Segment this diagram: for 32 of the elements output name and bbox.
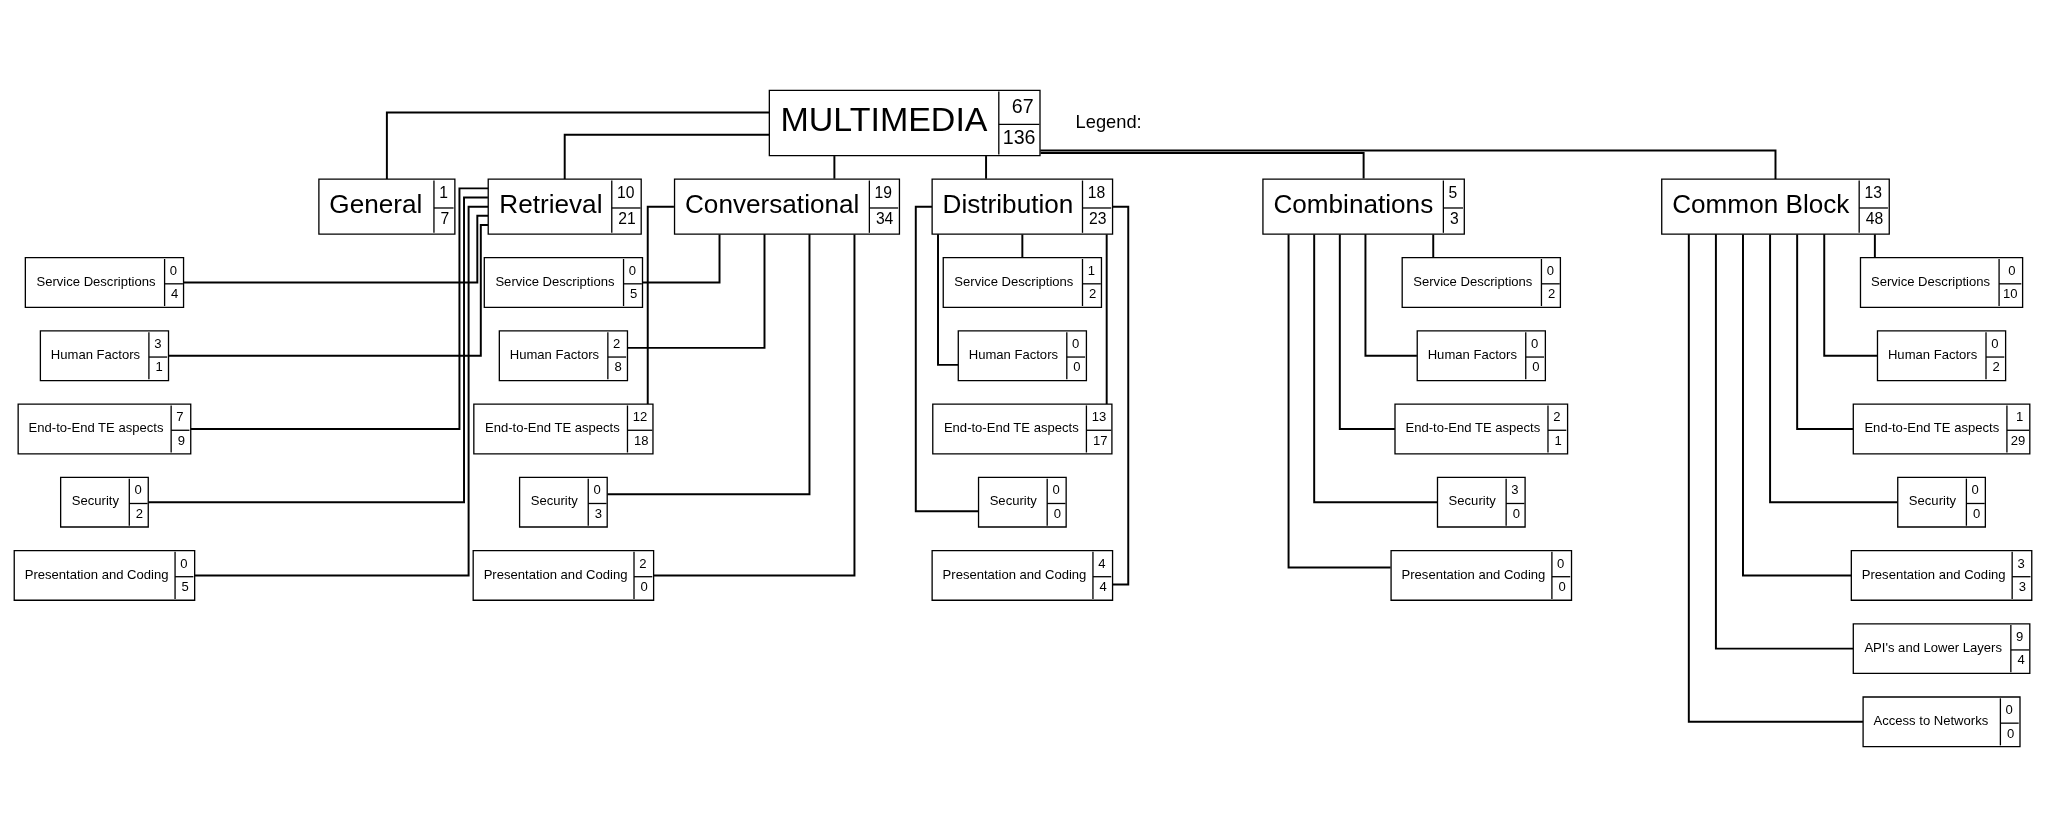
- connector: [1795, 232, 1854, 430]
- connector: [605, 232, 810, 495]
- connector: [914, 205, 979, 512]
- connector: [563, 133, 770, 180]
- connector: [1431, 233, 1434, 258]
- label: Legend:: [1075, 110, 1142, 132]
- connector: [832, 154, 835, 180]
- connector: [189, 186, 489, 430]
- connector: [182, 214, 489, 283]
- connector: [641, 233, 720, 283]
- connector: [1741, 232, 1852, 576]
- connector: [1363, 232, 1418, 357]
- connector: [1111, 205, 1129, 586]
- connector: [193, 205, 489, 576]
- connector: [147, 196, 489, 503]
- connector: [626, 232, 765, 349]
- connector: [1039, 151, 1365, 180]
- connector: [1714, 232, 1854, 650]
- connector: [984, 154, 987, 180]
- connector: [1768, 233, 1898, 503]
- connector: [652, 232, 855, 576]
- connector: [1020, 233, 1023, 258]
- connector: [1287, 232, 1392, 569]
- connector: [167, 223, 489, 357]
- connector: [1687, 232, 1864, 723]
- connector: [385, 111, 770, 180]
- connector: [1312, 233, 1438, 503]
- connector: [1338, 232, 1396, 430]
- connector: [936, 232, 959, 366]
- connector: [1822, 232, 1878, 357]
- connector: [1105, 232, 1108, 405]
- connector: [1873, 233, 1876, 258]
